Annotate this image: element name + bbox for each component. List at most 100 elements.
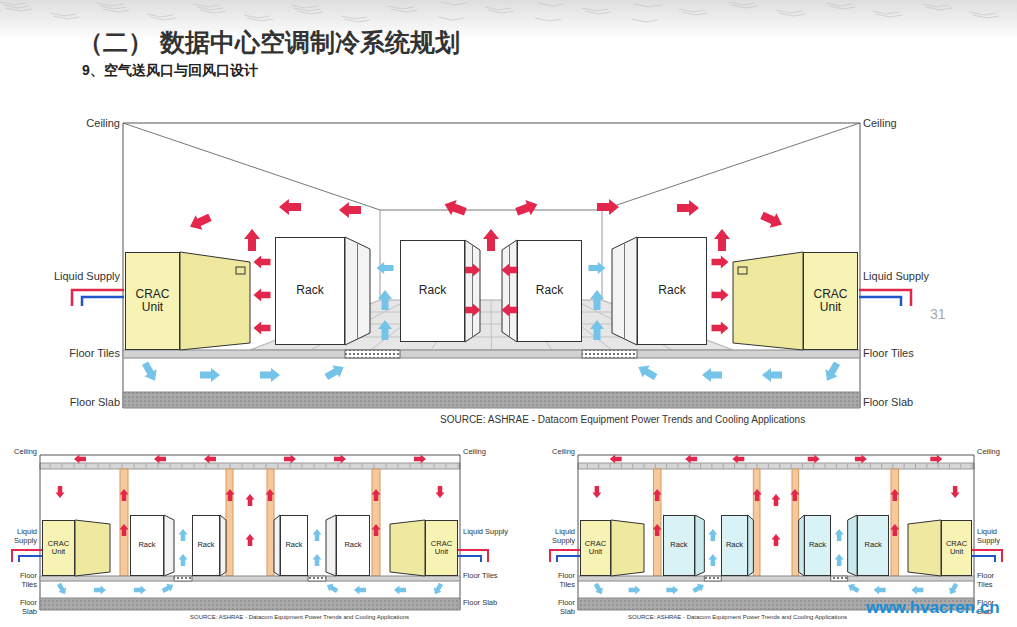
header-texture <box>53 16 79 19</box>
header-texture <box>876 14 902 17</box>
room-wall <box>123 123 124 408</box>
hot-air-arrow <box>120 489 129 501</box>
hot-air-arrow <box>372 524 381 536</box>
node-text: Rack <box>197 541 214 549</box>
ceiling-grid <box>350 463 351 469</box>
ceiling-grid <box>881 463 882 469</box>
cold-air-arrow <box>821 360 843 384</box>
hot-air-arrow <box>483 229 499 251</box>
hot-air-arrow <box>502 264 519 277</box>
cold-air-arrow <box>708 554 717 566</box>
rack: Rack <box>400 240 465 342</box>
hot-air-arrow <box>226 489 235 501</box>
rack-side <box>695 515 704 576</box>
ceiling-grid <box>446 463 447 469</box>
perforated-tile <box>831 576 848 581</box>
node-text: Rack <box>865 541 882 549</box>
cold-air-arrow <box>378 320 392 340</box>
perforated-tile <box>704 576 721 581</box>
liquid-pipe <box>72 290 124 306</box>
ceiling-grid <box>110 463 111 469</box>
rack-side <box>465 240 480 342</box>
ceiling-grid <box>972 463 973 469</box>
ceiling-grid <box>170 463 171 469</box>
hot-air-arrow <box>653 489 662 501</box>
source-note: SOURCE: ASHRAE - Datacom Equipment Power… <box>628 614 847 621</box>
node-text: Rack <box>296 284 323 297</box>
header-texture <box>682 12 708 15</box>
liquid-pipe <box>19 556 42 562</box>
containment-panel <box>891 469 899 576</box>
pipe-label: Liquid Supply <box>541 528 575 545</box>
cold-air-arrow <box>179 554 188 566</box>
liquid-pipe <box>859 297 901 306</box>
ceiling-grid <box>290 463 291 469</box>
header-texture <box>6 8 32 11</box>
cold-air-arrow <box>313 529 322 541</box>
hot-air-arrow <box>339 202 361 218</box>
ceiling-grid <box>621 463 622 469</box>
ceiling-grid <box>598 463 599 469</box>
room-section <box>12 455 488 611</box>
ceiling-grid <box>326 463 327 469</box>
ceiling-grid <box>86 463 87 469</box>
cold-air-arrow <box>590 290 604 310</box>
header-texture <box>388 6 414 9</box>
ceiling-grid <box>338 463 339 469</box>
crac-side <box>180 252 250 350</box>
cold-air-arrow <box>691 581 706 595</box>
hot-air-arrow <box>592 486 601 498</box>
header-texture <box>441 2 467 5</box>
hot-air-arrow <box>372 489 381 501</box>
header-texture <box>829 6 855 9</box>
header-texture <box>344 19 370 22</box>
ceiling-grid <box>825 463 826 469</box>
source-note: SOURCE: ASHRAE - Datacom Equipment Power… <box>440 414 805 426</box>
ceiling-grid <box>847 463 848 469</box>
ceiling-grid <box>757 463 758 469</box>
hot-air-arrow <box>154 455 166 464</box>
header-texture <box>923 4 949 7</box>
hot-air-arrow <box>597 199 619 215</box>
hot-air-arrow <box>502 304 519 317</box>
rack-side <box>748 515 754 576</box>
ceiling-grid <box>768 463 769 469</box>
level-label: Ceiling <box>977 448 1000 457</box>
cold-air-arrow <box>134 586 146 595</box>
ceiling-grid <box>779 463 780 469</box>
level-label: Floor Tiles <box>3 572 37 589</box>
ceiling-grid <box>410 463 411 469</box>
header-texture <box>97 3 123 6</box>
ceiling-grid <box>62 463 63 469</box>
hot-air-arrow <box>187 210 214 234</box>
ceiling-line <box>578 455 974 456</box>
crac-side <box>908 520 941 576</box>
crac-unit: CRAC Unit <box>803 252 858 350</box>
hot-air-arrow <box>279 199 301 215</box>
liquid-pipe <box>458 556 481 562</box>
ceiling-grid <box>254 463 255 469</box>
rack: Rack <box>517 240 582 342</box>
ceiling-grid <box>422 463 423 469</box>
cold-air-arrow <box>846 581 861 595</box>
liquid-pipe <box>550 550 580 562</box>
liquid-pipe <box>557 556 580 562</box>
ceiling-grid <box>892 463 893 469</box>
watermark: www.hvacren.cn <box>866 598 1000 618</box>
floor-slab <box>40 598 460 610</box>
page-number: 31 <box>930 306 946 322</box>
hot-air-arrow <box>414 455 426 464</box>
node-text: Rack <box>658 284 685 297</box>
crac-unit: CRAC Unit <box>941 520 972 576</box>
containment-panel <box>226 469 233 576</box>
header-texture <box>926 7 952 10</box>
rack: Rack <box>857 515 889 576</box>
cold-air-arrow <box>666 586 678 595</box>
hot-air-arrow <box>56 486 65 498</box>
cold-air-arrow <box>55 582 69 597</box>
hot-air-arrow <box>284 455 296 464</box>
header-texture <box>729 2 755 5</box>
ceiling-grid <box>632 463 633 469</box>
hot-air-arrow <box>246 494 255 506</box>
